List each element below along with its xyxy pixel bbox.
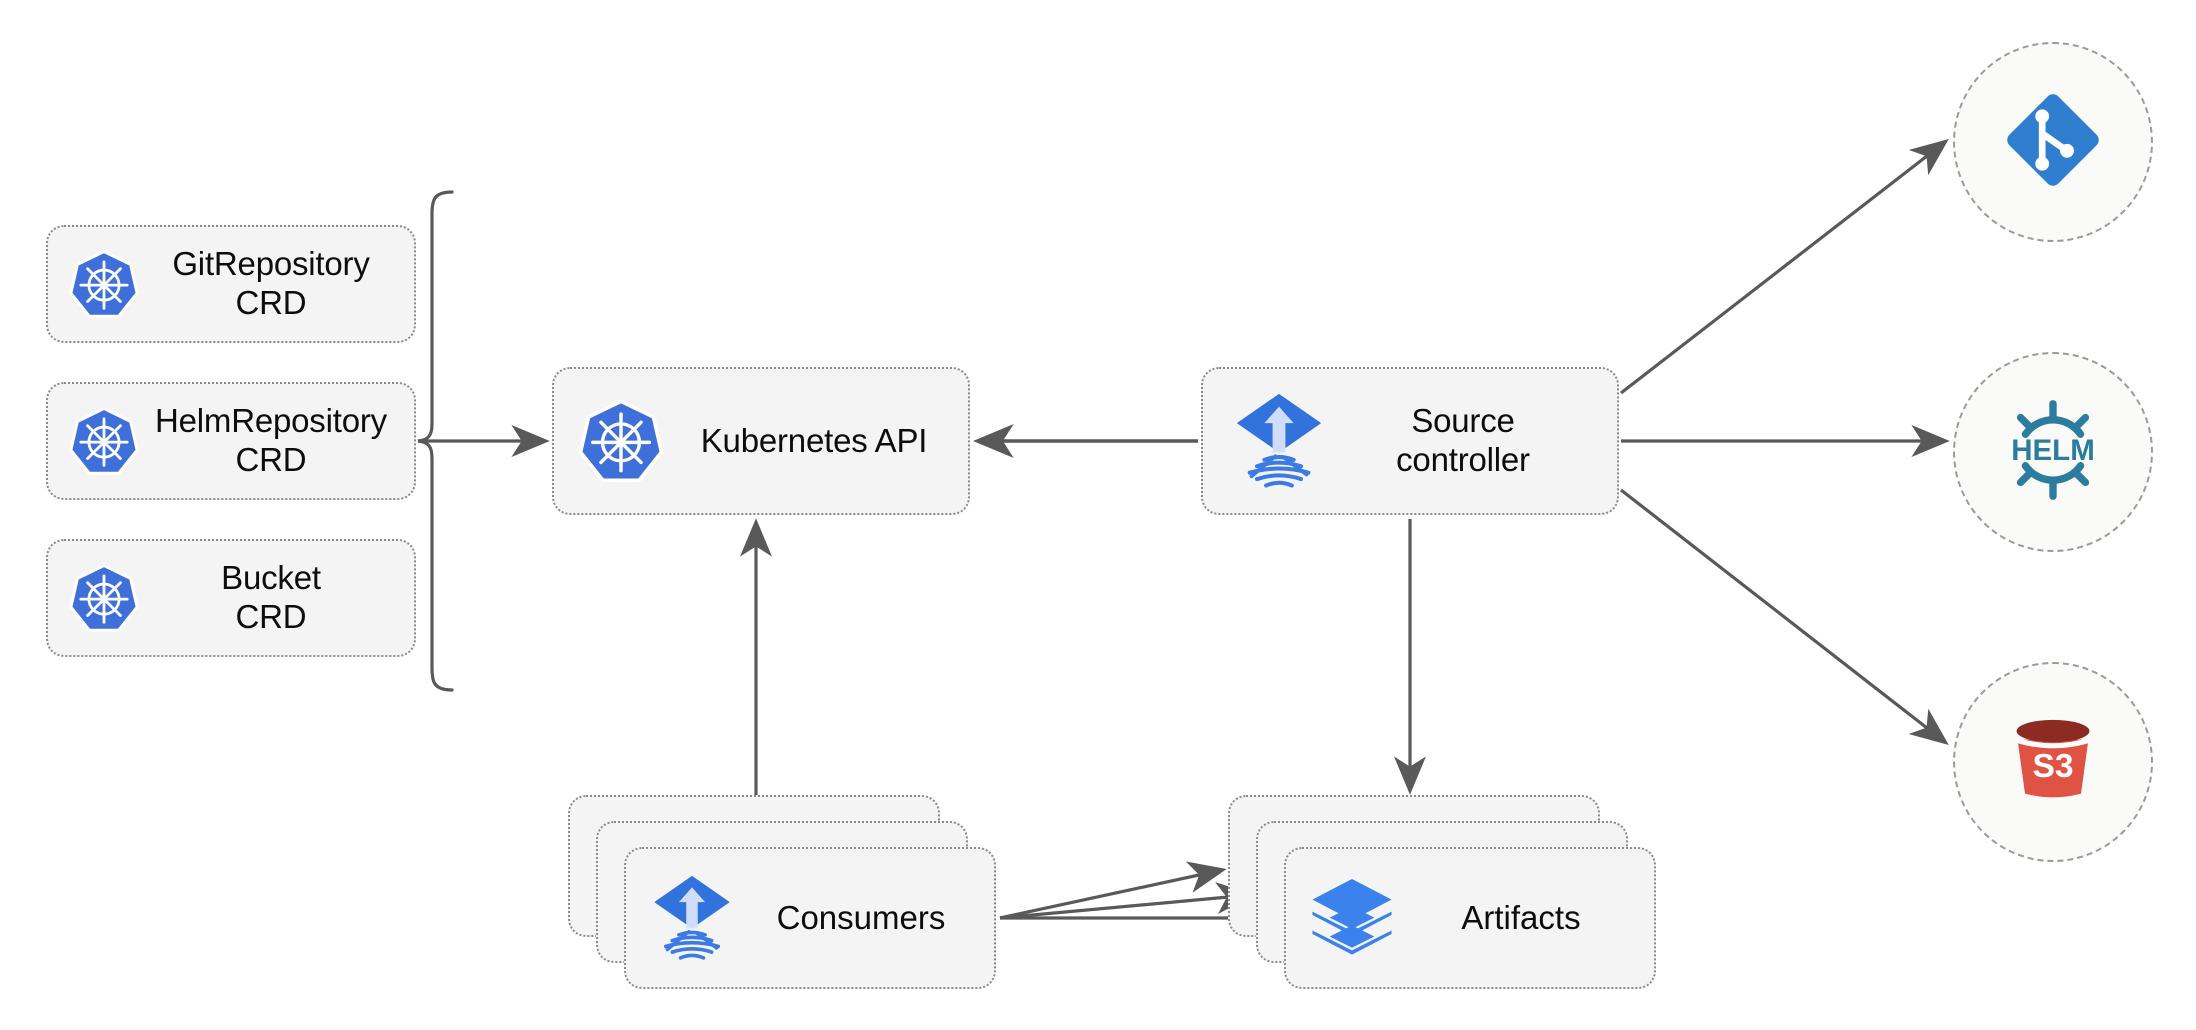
kubernetes-api-node[interactable]: Kubernetes API [552, 367, 970, 515]
wire-sourcecontroller-to-s3 [1620, 488, 1949, 745]
wire-sourcecontroller-to-git [1620, 139, 1949, 395]
crd-label: Bucket CRD [221, 559, 321, 635]
git-source-node[interactable] [1953, 42, 2153, 242]
helm-source-node[interactable]: HELM [1953, 352, 2153, 552]
kubernetes-icon [576, 396, 666, 486]
kubernetes-icon [66, 403, 142, 479]
crd-card-gitrepository[interactable]: GitRepository CRD [46, 225, 416, 343]
git-icon [1999, 86, 2107, 199]
consumers-sheet-front[interactable]: Consumers [624, 847, 996, 989]
s3-source-node[interactable]: S3 [1953, 662, 2153, 862]
source-controller-node[interactable]: Source controller [1201, 367, 1619, 515]
helm-wordmark: HELM [2011, 433, 2095, 466]
crd-group-brace [417, 190, 454, 692]
crd-card-helmrepository[interactable]: HelmRepository CRD [46, 382, 416, 500]
layers-icon [1308, 872, 1396, 964]
crd-label: GitRepository CRD [172, 245, 370, 321]
kubernetes-api-label: Kubernetes API [700, 421, 928, 459]
artifacts-sheet-front[interactable]: Artifacts [1284, 847, 1656, 989]
wire-consumers-to-artifacts-2 [999, 882, 1255, 920]
s3-icon: S3 [1997, 704, 2109, 821]
wire-consumers-to-artifacts-1 [999, 861, 1227, 920]
crd-card-bucket[interactable]: Bucket CRD [46, 539, 416, 657]
flux-icon [1233, 393, 1325, 489]
kubernetes-icon [66, 246, 142, 322]
consumers-label: Consumers [776, 898, 946, 936]
crd-label: HelmRepository CRD [155, 402, 387, 478]
kubernetes-icon [66, 560, 142, 636]
source-controller-label: Source controller [1396, 402, 1530, 478]
flux-icon [648, 872, 736, 964]
s3-wordmark: S3 [2032, 747, 2073, 784]
artifacts-label: Artifacts [1461, 898, 1581, 936]
helm-icon: HELM [1994, 391, 2112, 514]
